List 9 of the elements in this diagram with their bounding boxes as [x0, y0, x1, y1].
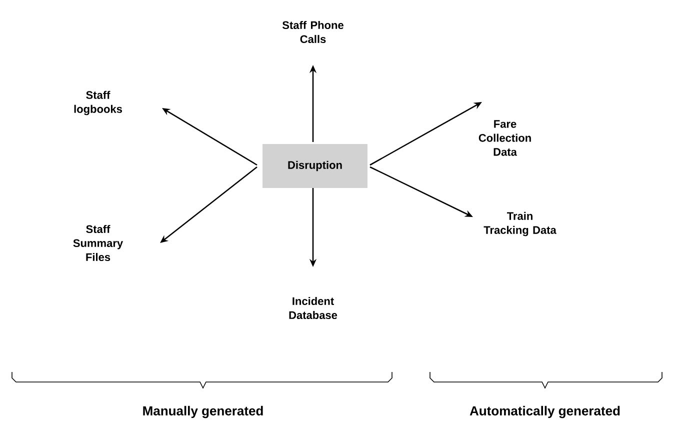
source-label: Incident Database — [289, 296, 338, 320]
source-label: Fare Collection Data — [478, 120, 531, 156]
source-label: Train Tracking Data — [484, 212, 556, 236]
group-label: Automatically generated — [470, 406, 620, 418]
source-label: Staff logbooks — [74, 90, 122, 116]
source-label: Staff Summary Files — [73, 224, 123, 262]
source-label: Staff Phone Calls — [282, 20, 344, 44]
disruption-box: Disruption — [262, 144, 368, 188]
group-label: Manually generated — [143, 406, 263, 418]
